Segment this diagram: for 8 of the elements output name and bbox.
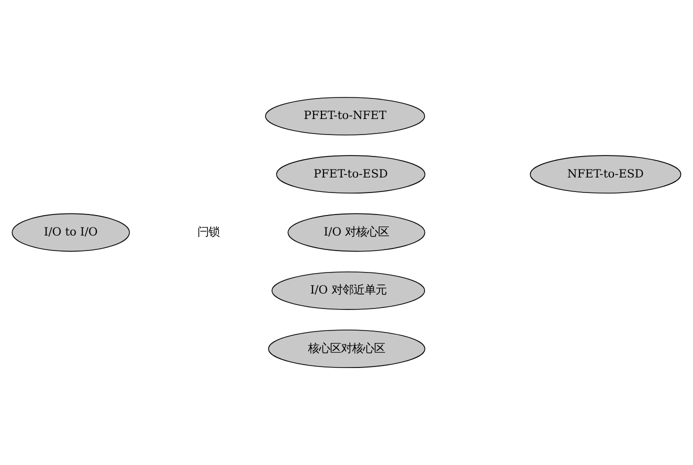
node-ellipse: NFET-to-ESD [530, 155, 682, 194]
label: 闩锁 [198, 224, 220, 239]
node-ellipse: I/O 对邻近单元 [272, 271, 426, 310]
node-ellipse: PFET-to-ESD [276, 155, 426, 194]
node-ellipse: PFET-to-NFET [265, 96, 426, 136]
node-ellipse: 核心区对核心区 [268, 330, 426, 368]
node-ellipse: I/O 对核心区 [288, 213, 426, 252]
node-ellipse: I/O to I/O [12, 213, 130, 252]
